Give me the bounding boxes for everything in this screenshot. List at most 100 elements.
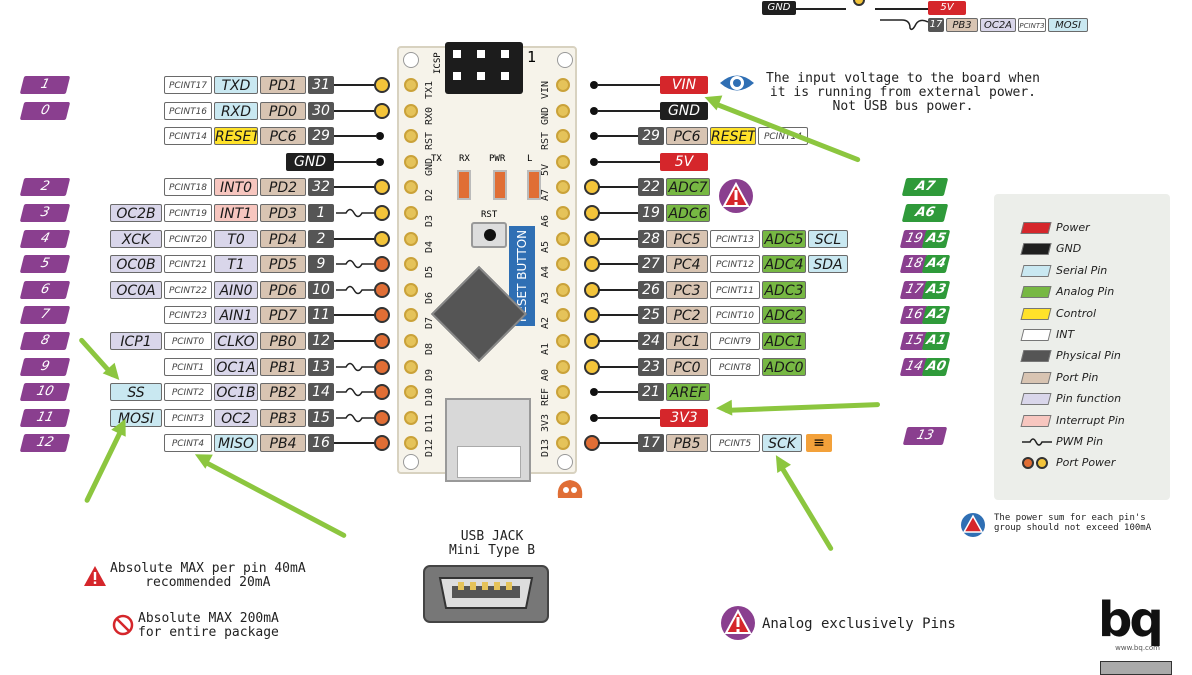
left-pcint-5: PCINT19 xyxy=(164,204,212,222)
left-port-13: PB3 xyxy=(260,409,306,427)
right-endpoint-0 xyxy=(590,81,598,89)
board-pin-label-left-13: D11 xyxy=(424,413,435,432)
left-function-14: MISO xyxy=(214,434,258,452)
left-pcint-11: PCINT1 xyxy=(164,358,212,376)
pwm-wave-icon xyxy=(336,362,376,372)
board-pin-label-left-4: D2 xyxy=(424,188,435,201)
board-pin-label-right-8: A3 xyxy=(540,291,551,304)
left-power-dot-6 xyxy=(374,231,390,247)
legend-label-9: Interrupt Pin xyxy=(1056,413,1125,427)
led-pwr-label: PWR xyxy=(489,154,506,164)
right-serial-7: SDA xyxy=(808,255,848,273)
right-physical-pin-10: 24 xyxy=(638,332,664,350)
pin-13-label: 13 xyxy=(902,427,948,445)
board-hole-right-9 xyxy=(556,308,570,322)
right-physical-pin-14: 17 xyxy=(638,434,664,452)
right-rail-3: 5V xyxy=(660,153,708,171)
board-hole-right-6 xyxy=(556,232,570,246)
led-l-label: L xyxy=(527,154,533,164)
board-pin-label-right-6: A5 xyxy=(540,240,551,253)
left-wire-2 xyxy=(334,135,376,137)
left-wire-1 xyxy=(334,110,376,112)
led-pwr xyxy=(493,170,507,200)
legend-label-5: INT xyxy=(1056,328,1075,341)
mount-hole-tr xyxy=(557,52,573,68)
board-hole-left-9 xyxy=(404,308,418,322)
left-physical-pin-0: 31 xyxy=(308,76,334,94)
legend-label-2: Serial Pin xyxy=(1056,263,1108,277)
left-function-11: OC1A xyxy=(214,358,258,376)
left-function-0: TXD xyxy=(214,76,258,94)
left-pcint-6: PCINT20 xyxy=(164,230,212,248)
left-alt-function-12: SS xyxy=(110,383,162,401)
arrow-to-mosi xyxy=(83,427,125,504)
right-physical-pin-9: 25 xyxy=(638,306,664,324)
left-function-7: T1 xyxy=(214,255,258,273)
top-gnd-tag: GND xyxy=(762,1,796,15)
board-hole-left-7 xyxy=(404,257,418,271)
right-function-10: ADC1 xyxy=(762,332,806,350)
left-power-dot-9 xyxy=(374,307,390,323)
right-wire-10 xyxy=(598,340,638,342)
board-pin-label-right-11: A0 xyxy=(540,368,551,381)
top-5v-wire xyxy=(875,8,928,10)
right-function-12: AREF xyxy=(666,383,710,401)
board-hole-left-13 xyxy=(404,411,418,425)
left-pin-number-8: 6 xyxy=(19,281,71,299)
left-power-dot-0 xyxy=(374,77,390,93)
board-hole-left-12 xyxy=(404,385,418,399)
prohibited-icon xyxy=(112,614,134,636)
right-function-7: ADC4 xyxy=(762,255,806,273)
left-power-dot-5 xyxy=(374,205,390,221)
led-tx-label: TX xyxy=(431,154,442,164)
board-pin-label-left-3: GND xyxy=(424,157,435,176)
right-port-11: PC0 xyxy=(666,358,708,376)
right-endpoint-1 xyxy=(590,107,598,115)
legend-label-0: Power xyxy=(1056,221,1090,234)
board-pin-label-right-5: A6 xyxy=(540,214,551,227)
right-pcint-11: PCINT8 xyxy=(710,358,760,376)
icsp-header xyxy=(445,42,523,94)
mascot-icon xyxy=(557,480,583,498)
board-pin-label-left-6: D4 xyxy=(424,240,435,253)
arrow-to-sck-head xyxy=(775,455,791,473)
legend-label-10: PWM Pin xyxy=(1056,435,1104,448)
top-5v-tag: 5V xyxy=(928,1,966,15)
board-pin-label-left-0: TX1 xyxy=(424,80,435,99)
analog-label-4: A3 xyxy=(921,281,951,299)
arrow-to-miso-head xyxy=(194,454,213,469)
left-wire-9 xyxy=(334,314,376,316)
left-wire-6 xyxy=(334,238,376,240)
board-hole-right-12 xyxy=(556,385,570,399)
right-physical-pin-7: 27 xyxy=(638,255,664,273)
left-port-4: PD2 xyxy=(260,178,306,196)
right-function-6: ADC5 xyxy=(762,230,806,248)
right-endpoint-2 xyxy=(590,132,598,140)
board-hole-right-0 xyxy=(556,78,570,92)
power-sum-note: The power sum for each pin's group shoul… xyxy=(994,513,1152,533)
left-port-8: PD6 xyxy=(260,281,306,299)
arrow-to-vin-head xyxy=(704,95,723,111)
left-port-0: PD1 xyxy=(260,76,306,94)
left-power-dot-8 xyxy=(374,282,390,298)
left-alt-function-13: MOSI xyxy=(110,409,162,427)
analog-label-6: A1 xyxy=(921,332,951,350)
left-physical-pin-13: 15 xyxy=(308,409,334,427)
right-pcint-7: PCINT12 xyxy=(710,255,760,273)
analog-only-note: Analog exclusively Pins xyxy=(762,616,956,632)
arrow-to-3v3-head xyxy=(716,399,733,416)
arrow-to-mosi-head xyxy=(111,418,126,437)
left-port-5: PD3 xyxy=(260,204,306,222)
analog-label-1: A6 xyxy=(901,204,949,222)
right-port-2: PC6 xyxy=(666,127,708,145)
left-pcint-2: PCINT14 xyxy=(164,127,212,145)
right-endpoint-12 xyxy=(590,388,598,396)
right-port-7: PC4 xyxy=(666,255,708,273)
left-pcint-9: PCINT23 xyxy=(164,306,212,324)
reset-button[interactable] xyxy=(471,222,507,248)
left-port-14: PB4 xyxy=(260,434,306,452)
usb-connector xyxy=(445,398,531,482)
board-hole-left-14 xyxy=(404,436,418,450)
legend-port-power-dot-o xyxy=(1022,457,1034,470)
legend-swatch-9 xyxy=(1020,414,1052,427)
